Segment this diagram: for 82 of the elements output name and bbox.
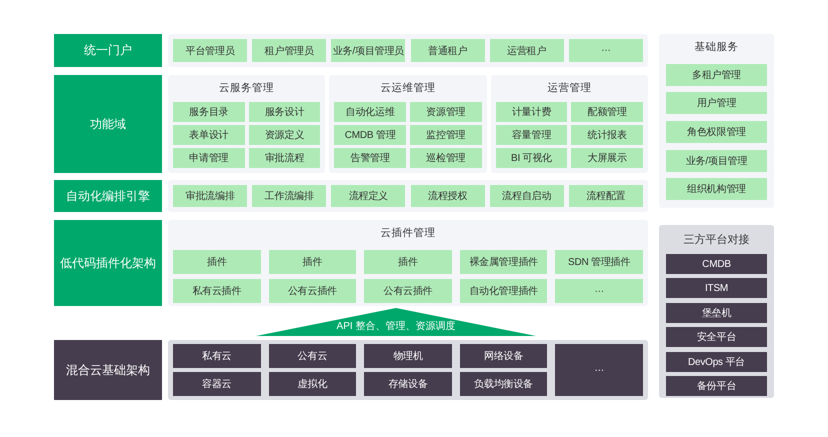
module-tile: 组织机构管理 [666,178,767,200]
resource-tile: 堡垒机 [666,303,767,323]
layer-label-tile: 混合云基础架构 [54,340,162,400]
module-group-panel [329,75,487,173]
module-tile: 监控管理 [410,125,482,145]
module-tile: BI 可视化 [496,148,568,168]
module-tile: 计量计费 [496,102,568,122]
layer-panel [168,34,648,67]
resource-tile: ··· [555,344,643,396]
module-tile: 多租户管理 [666,64,767,86]
module-tile: 业务/项目管理 [666,150,767,172]
module-tile: 表单设计 [173,125,245,145]
resource-tile: 虚拟化 [268,372,356,396]
resource-tile: ITSM [666,278,767,298]
module-tile: CMDB 管理 [334,125,406,145]
module-group-panel [490,75,648,173]
module-tile: SDN 管理插件 [555,250,643,274]
module-tile: 自动化运维 [334,102,406,122]
module-tile: 裸金属管理插件 [460,250,548,274]
module-group-panel [168,220,648,306]
module-tile: 流程配置 [568,185,643,207]
module-tile: 容量管理 [496,125,568,145]
module-tile: 租户管理员 [252,39,326,62]
resource-tile: 安全平台 [666,327,767,347]
module-tile: 统计报表 [571,125,643,145]
module-group-panel [168,75,326,173]
layer-label-tile: 统一门户 [54,34,162,67]
module-tile: 自动化管理插件 [460,279,548,303]
resource-tile: CMDB [666,254,767,274]
module-tile: 公有云插件 [268,279,356,303]
resource-tile: 负载均衡设备 [460,372,548,396]
module-tile: 流程自启动 [490,185,564,207]
resource-tile: 备份平台 [666,376,767,396]
resource-tile: 私有云 [173,344,261,368]
module-tile: 工作流编排 [252,185,326,207]
module-tile: ··· [555,279,643,303]
module-tile: 平台管理员 [173,39,248,62]
layer-panel [168,180,648,212]
layer-label-tile: 低代码插件化架构 [54,220,162,306]
module-tile: 审批流编排 [173,185,248,207]
module-tile: 配额管理 [571,102,643,122]
module-tile: 运营租户 [490,39,564,62]
module-tile: 插件 [364,250,452,274]
panel-title: 运营管理 [547,81,592,95]
resource-tile: 网络设备 [460,344,548,368]
module-tile: 私有云插件 [173,279,261,303]
module-group-panel [659,34,774,208]
resource-tile: 公有云 [268,344,356,368]
module-tile: 资源管理 [410,102,482,122]
layer-label-tile: 功能域 [54,75,162,173]
banner-label: API 整合、管理、资源调度 [336,321,456,333]
layer-label-tile: 自动化编排引擎 [54,180,162,212]
panel-title: 三方平台对接 [684,233,750,247]
module-tile: 流程定义 [331,185,406,207]
panel-title: 云运维管理 [380,81,436,95]
module-tile: 业务/项目管理员 [331,39,406,62]
module-tile: ··· [568,39,643,62]
layer-panel [659,225,774,398]
resource-tile: 物理机 [364,344,452,368]
module-tile: 用户管理 [666,92,767,114]
layer-panel [168,340,648,400]
panel-title: 基础服务 [694,40,738,54]
module-tile: 普通租户 [410,39,485,62]
module-tile: 审批流程 [248,148,320,168]
module-tile: 插件 [268,250,356,274]
module-tile: 巡检管理 [410,148,482,168]
resource-tile: DevOps 平台 [666,352,767,372]
panel-title: 云服务管理 [219,81,274,95]
module-tile: 公有云插件 [364,279,452,303]
module-tile: 申请管理 [173,148,245,168]
module-tile: 服务目录 [173,102,245,122]
module-tile: 资源定义 [248,125,320,145]
module-tile: 插件 [173,250,261,274]
resource-tile: 容器云 [173,372,261,396]
module-tile: 流程授权 [410,185,485,207]
module-tile: 服务设计 [248,102,320,122]
module-tile: 大屏展示 [571,148,643,168]
module-tile: 角色权限管理 [666,121,767,143]
resource-tile: 存储设备 [364,372,452,396]
panel-title: 云插件管理 [380,226,436,240]
module-tile: 告警管理 [334,148,406,168]
api-triangle-banner [256,308,536,336]
